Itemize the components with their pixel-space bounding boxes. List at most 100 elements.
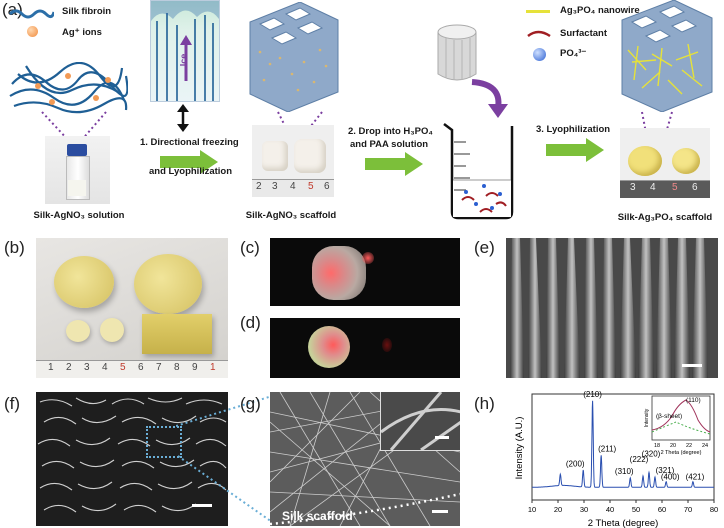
ruler-b-tick: 8 xyxy=(174,362,180,373)
ice-label: Ice xyxy=(178,53,189,67)
disc-large-right xyxy=(134,254,202,314)
purple-curved-arrow xyxy=(471,79,508,118)
ruler-b-tick: 4 xyxy=(102,362,108,373)
dotted-zoom-lines xyxy=(41,111,107,143)
silk-scaffold-label: Silk scaffold xyxy=(282,509,353,523)
x-axis-label: 2 Theta (degree) xyxy=(588,518,659,528)
step3-arrow xyxy=(546,138,604,162)
legend-po4: PO₄³⁻ xyxy=(560,48,587,59)
scale-bar-e xyxy=(682,364,702,367)
silk-network-illustration xyxy=(9,62,128,114)
panel-label-b: (b) xyxy=(4,238,25,257)
ruler-b-tick: 1 xyxy=(48,362,54,373)
step1-label-line1: 1. Directional freezing xyxy=(140,137,239,148)
peak-label: (210) xyxy=(583,390,602,399)
double-arrow-icon xyxy=(177,104,189,132)
peak-labels: (200)(210)(211)(310)(222)(320)(321)(400)… xyxy=(566,390,705,482)
panel-label-a: (a) xyxy=(2,0,23,19)
ruler-b-tick: 7 xyxy=(156,362,162,373)
ruler-a2-tick: 3 xyxy=(630,182,636,193)
x-tick-label: 50 xyxy=(632,505,640,514)
x-tick-label: 10 xyxy=(528,505,536,514)
inset-g xyxy=(380,392,460,452)
beaker-illustration xyxy=(443,123,514,220)
zoom-box-f xyxy=(146,426,182,458)
red-laser-spot xyxy=(362,252,374,264)
peak-label: (421) xyxy=(686,473,705,482)
scaffold-piece-small xyxy=(262,141,288,171)
inset-tick-20: 20 xyxy=(670,443,676,449)
panel-label-d: (d) xyxy=(240,313,261,332)
ruler-b-tick: 6 xyxy=(138,362,144,373)
nanowire-legend-icon xyxy=(526,10,550,13)
inset-x-label: 2 Theta (degree) xyxy=(661,450,702,456)
legend-ag-ions: Ag⁺ ions xyxy=(62,27,102,38)
disc-small-1 xyxy=(66,320,90,342)
ruler-a1-tick: 5 xyxy=(308,181,314,192)
peak-label: (320) xyxy=(642,449,661,458)
scaffold-cylinder-illustration xyxy=(437,24,477,81)
disc-small-2 xyxy=(100,318,124,342)
vial-photo xyxy=(45,136,110,204)
scaffold-boundary-line xyxy=(270,492,460,526)
photo-d xyxy=(270,318,460,378)
dotted-zoom-lines-f-g xyxy=(176,395,273,523)
x-tick-label: 80 xyxy=(710,505,718,514)
legend-nanowire: Ag₃PO₄ nanowire xyxy=(560,5,640,16)
vial-cap xyxy=(67,144,87,156)
inset-fit-curve xyxy=(651,399,711,433)
ruler-b-tick: 5 xyxy=(120,362,126,373)
sem-image-f xyxy=(36,392,228,526)
silk-fibroin-legend-icon xyxy=(8,9,54,19)
ice-freezing-illustration: Ice xyxy=(150,0,220,102)
photo-c xyxy=(270,238,460,306)
photo-b: 1 2 3 4 5 6 7 8 9 1 xyxy=(36,238,228,378)
peak-label: (211) xyxy=(598,444,616,453)
ruler-a2-tick: 4 xyxy=(650,182,656,193)
yellow-piece-large xyxy=(628,146,662,176)
inset-tick-18: 18 xyxy=(654,443,660,449)
panel-label-c: (c) xyxy=(240,238,260,257)
scaffold-piece-large xyxy=(294,139,326,173)
surfactant-legend-icon xyxy=(527,30,551,38)
sem-image-e xyxy=(506,238,718,378)
honeycomb-scaffold-illustration xyxy=(249,2,339,112)
x-tick-label: 40 xyxy=(606,505,614,514)
y-axis-label: Intensity (A.U.) xyxy=(514,417,525,480)
faint-red-glow xyxy=(382,338,392,352)
xrd-inset: (β-sheet) (110) 18 20 22 24 2 Theta (deg… xyxy=(644,395,711,456)
ruler-b-tick: 9 xyxy=(192,362,198,373)
ruler-b: 1 2 3 4 5 6 7 8 9 1 xyxy=(36,360,228,378)
po4-legend-icon xyxy=(533,48,546,61)
scale-bar-g xyxy=(432,510,448,513)
panel-label-e: (e) xyxy=(474,238,495,257)
peak-label: (321) xyxy=(656,466,675,475)
ruler-a1-tick: 2 xyxy=(256,181,262,192)
ruler-b-tick: 3 xyxy=(84,362,90,373)
sem-image-g: Silk scaffold xyxy=(270,392,460,526)
ruler-a2: 3 4 5 6 xyxy=(620,180,710,198)
legend-silk-fibroin: Silk fibroin xyxy=(62,6,112,17)
disc-large-left xyxy=(54,256,114,308)
step1-label-line2: and Lyophilization xyxy=(149,166,233,177)
ruler-b-tick: 1 xyxy=(210,362,216,373)
ruler-a1-tick: 3 xyxy=(272,181,278,192)
inset-tick-22: 22 xyxy=(686,443,692,449)
panel-label-g: (g) xyxy=(240,394,261,413)
legend-surfactant: Surfactant xyxy=(560,28,607,39)
step2-label-line2: and PAA solution xyxy=(350,139,429,150)
xrd-series-line xyxy=(532,400,714,488)
peak-label: (222) xyxy=(630,455,649,464)
x-tick-label: 70 xyxy=(684,505,692,514)
peak-label: (400) xyxy=(661,473,680,482)
ag-ion-legend-icon xyxy=(27,26,38,37)
peak-label: (200) xyxy=(566,459,585,468)
step2-arrow xyxy=(365,152,423,176)
step1-arrow xyxy=(160,150,218,174)
final-scaffold-photo: 3 4 5 6 xyxy=(620,128,710,198)
inset-tick-24: 24 xyxy=(702,443,708,449)
panel-label-h: (h) xyxy=(474,394,495,413)
caption-silk-agno3-scaffold: Silk-AgNO₃ scaffold xyxy=(245,210,337,221)
